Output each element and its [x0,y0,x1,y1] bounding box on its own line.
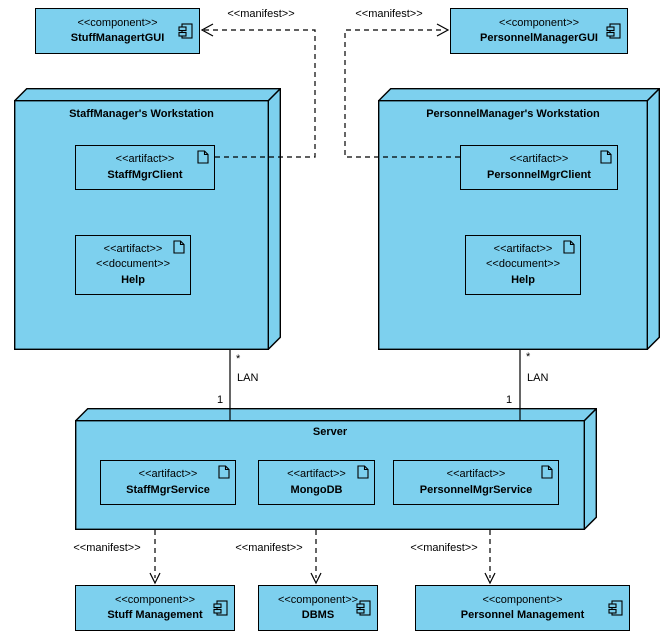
artifact-help-staff: <<artifact>> <<document>> Help [75,235,191,295]
component-name: DBMS [301,609,335,621]
node-3d-shape [14,88,281,350]
node-personnel-workstation: PersonnelManager's Workstation <<artifac… [378,88,660,350]
component-icon [608,600,623,616]
artifact-stereotype: <<artifact>> [138,468,198,481]
component-name: Personnel Management [460,609,585,621]
manifest-connector-staffservice-to-stuff-management [149,530,161,585]
node-title: PersonnelManager's Workstation [426,108,600,120]
artifact-name: PersonnelMgrClient [487,168,591,181]
component-icon [178,23,193,39]
component-stuff-management: <<component>> Stuff Management [75,585,235,631]
node-title: Server [312,426,348,438]
artifact-stereotype: <<artifact>> [493,243,553,256]
component-stuff-manager-gui: <<component>> StuffManagertGUI [35,8,200,54]
node-server: Server <<artifact>> StaffMgrService <<ar… [75,408,597,530]
component-stereotype: <<component>> [277,593,359,606]
artifact-stereotype-document: <<document>> [95,258,170,271]
artifact-icon [173,240,185,254]
artifact-stereotype: <<artifact>> [509,153,569,166]
artifact-icon [563,240,575,254]
artifact-stereotype: <<artifact>> [115,153,175,166]
node-staff-workstation: StaffManager's Workstation <<artifact>> … [14,88,281,350]
manifest-connector-personnelservice-to-personnel-management [484,530,496,585]
artifact-icon [197,150,209,164]
artifact-name: Help [511,273,535,286]
lan-left-multiplicity-bottom: 1 [217,394,224,406]
artifact-stereotype: <<artifact>> [287,468,346,481]
component-icon [606,23,621,39]
lan-right-multiplicity-top: * [526,351,531,363]
artifact-icon [600,150,612,164]
component-personnel-management: <<component>> Personnel Management [415,585,630,631]
artifact-name: StaffMgrService [126,483,210,496]
lan-left-label: LAN [237,372,259,384]
manifest-label-bottom-left: <<manifest>> [73,542,141,554]
artifact-help-personnel: <<artifact>> <<document>> Help [465,235,581,295]
component-name: StuffManagertGUI [70,32,165,44]
node-title: StaffManager's Workstation [69,108,214,120]
artifact-icon [218,465,230,479]
lan-right-multiplicity-bottom: 1 [506,394,513,406]
component-stereotype: <<component>> [498,16,580,29]
artifact-icon [357,465,369,479]
component-icon [356,600,371,616]
component-icon [213,600,228,616]
artifact-name: StaffMgrClient [107,168,183,181]
component-stereotype: <<component>> [114,593,196,606]
artifact-staff-mgr-service: <<artifact>> StaffMgrService [100,460,236,505]
lan-right-label: LAN [527,372,549,384]
lan-left-multiplicity-top: * [236,353,241,365]
component-personnel-manager-gui: <<component>> PersonnelManagerGUI [450,8,628,54]
artifact-name: PersonnelMgrService [419,483,533,496]
component-name: Stuff Management [107,609,203,621]
artifact-personnel-mgr-service: <<artifact>> PersonnelMgrService [393,460,559,505]
artifact-name: MongoDB [290,483,343,496]
artifact-mongodb: <<artifact>> MongoDB [258,460,375,505]
artifact-stereotype: <<artifact>> [103,243,163,256]
manifest-label-top-right: <<manifest>> [355,8,423,20]
artifact-icon [541,465,553,479]
artifact-stereotype: <<artifact>> [446,468,506,481]
component-stereotype: <<component>> [482,593,563,606]
manifest-label-bottom-right: <<manifest>> [410,542,478,554]
artifact-stereotype-document: <<document>> [485,258,560,271]
manifest-label-top-left: <<manifest>> [227,8,295,20]
node-3d-shape [378,88,660,350]
artifact-name: Help [121,273,145,286]
component-dbms: <<component>> DBMS [258,585,378,631]
manifest-connector-mongodb-to-dbms [310,530,322,585]
manifest-label-bottom-mid: <<manifest>> [235,542,303,554]
artifact-staff-mgr-client: <<artifact>> StaffMgrClient [75,145,215,190]
component-name: PersonnelManagerGUI [480,32,598,44]
component-stereotype: <<component>> [77,16,158,29]
artifact-personnel-mgr-client: <<artifact>> PersonnelMgrClient [460,145,618,190]
